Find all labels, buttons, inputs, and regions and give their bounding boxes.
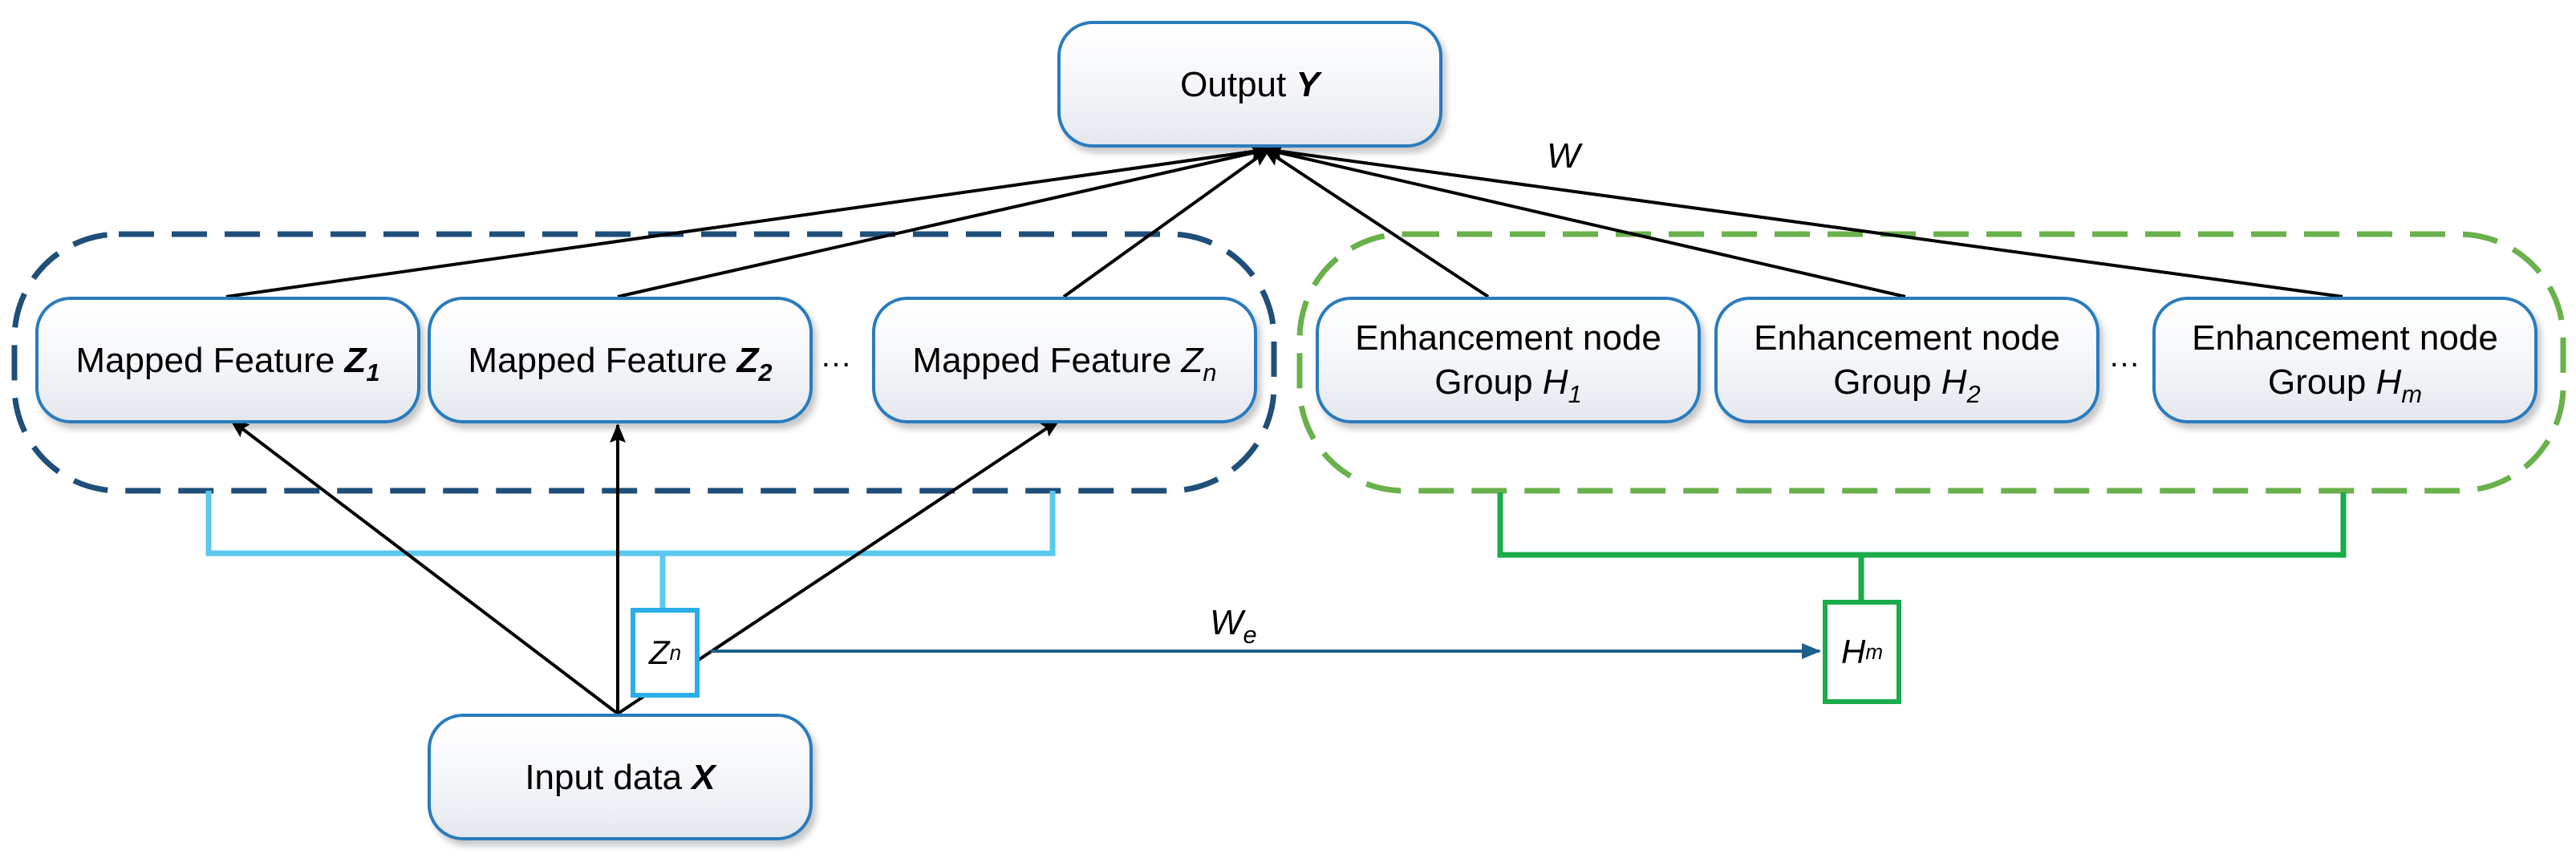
var-letter: H	[2375, 362, 2402, 402]
we-subscript: e	[1243, 620, 1257, 649]
mapped-feature-label: Mapped Feature	[912, 340, 1172, 380]
enh-line1: Enhancement node	[1355, 318, 1661, 358]
mapped-feature-z2: Mapped Feature Z2	[428, 297, 813, 423]
mapped-feature-label: Mapped Feature	[468, 340, 728, 380]
enh-line2: Group H2	[1833, 360, 1981, 407]
var-letter: H	[1542, 362, 1568, 402]
arrow-h1-to-y	[1263, 148, 1490, 298]
we-letter: W	[1210, 603, 1243, 642]
arrow-z2-to-y	[617, 145, 1271, 298]
var-letter: Z	[344, 340, 367, 380]
mapped-feature-zn-text: Mapped Feature Zn	[912, 338, 1217, 385]
output-var: Y	[1296, 64, 1320, 104]
var-letter: H	[1941, 362, 1967, 402]
enh-group-word: Group	[2268, 362, 2367, 402]
zn-letter: Z	[648, 633, 670, 671]
enh-line2: Group Hm	[2268, 360, 2422, 407]
input-label: Input data	[525, 757, 683, 797]
h-bracket	[1497, 492, 2347, 558]
mapped-feature-z1: Mapped Feature Z1	[35, 297, 420, 423]
var-letter: Z	[736, 340, 759, 380]
mapped-feature-label: Mapped Feature	[75, 340, 335, 380]
output-node: Output Y	[1057, 21, 1442, 148]
hm-letter: H	[1840, 633, 1866, 670]
arrow-x-to-z1	[229, 419, 619, 715]
mapped-feature-zn: Mapped Feature Zn	[872, 297, 1257, 423]
mapped-feature-group	[11, 231, 1277, 494]
enh-line1: Enhancement node	[1754, 318, 2060, 358]
enhancement-group-h1: Enhancement node Group H1	[1316, 297, 1701, 423]
input-node: Input data X	[428, 714, 813, 840]
var-subscript: 2	[758, 358, 773, 387]
var-subscript: 2	[1966, 379, 1981, 408]
enhancement-group	[1296, 231, 2566, 494]
mapped-feature-var: Z2	[736, 340, 773, 385]
input-node-text: Input data X	[525, 755, 715, 799]
z-bracket	[205, 491, 1056, 556]
mapped-feature-var: Zn	[1181, 340, 1217, 385]
enh-var: H1	[1542, 362, 1582, 407]
input-var: X	[692, 757, 716, 797]
arrow-zn-to-y	[1062, 148, 1271, 298]
enhancement-ellipsis: …	[2108, 338, 2142, 374]
mapped-ellipsis: …	[820, 338, 854, 374]
enhancement-group-h2: Enhancement node Group H2	[1714, 297, 2099, 423]
enhancement-group-hm: Enhancement node Group Hm	[2152, 297, 2537, 423]
enh-line2: Group H1	[1434, 360, 1582, 407]
output-node-text: Output Y	[1180, 63, 1320, 107]
enh-line1: Enhancement node	[2192, 318, 2498, 358]
arrow-z1-to-y	[225, 144, 1271, 298]
var-subscript: 1	[366, 358, 380, 387]
enh-var: H2	[1941, 362, 1981, 407]
enh-group-word: Group	[1434, 362, 1533, 402]
weight-w-label: W	[1547, 136, 1580, 176]
enh-var: Hm	[2375, 362, 2422, 407]
weight-we-label: We	[1210, 603, 1257, 647]
var-subscript: 1	[1568, 379, 1582, 408]
output-label: Output	[1180, 64, 1287, 104]
enh-group-word: Group	[1833, 362, 1932, 402]
var-subscript: m	[2401, 379, 2422, 408]
arrow-hm-to-y	[1263, 144, 2343, 298]
var-letter: Z	[1181, 340, 1203, 380]
var-subscript: n	[1203, 358, 1217, 387]
arrow-h2-to-y	[1263, 145, 1906, 298]
mapped-feature-var: Z1	[344, 340, 380, 385]
mapped-feature-z2-text: Mapped Feature Z2	[468, 338, 773, 385]
mapped-feature-z1-text: Mapped Feature Z1	[75, 338, 380, 385]
